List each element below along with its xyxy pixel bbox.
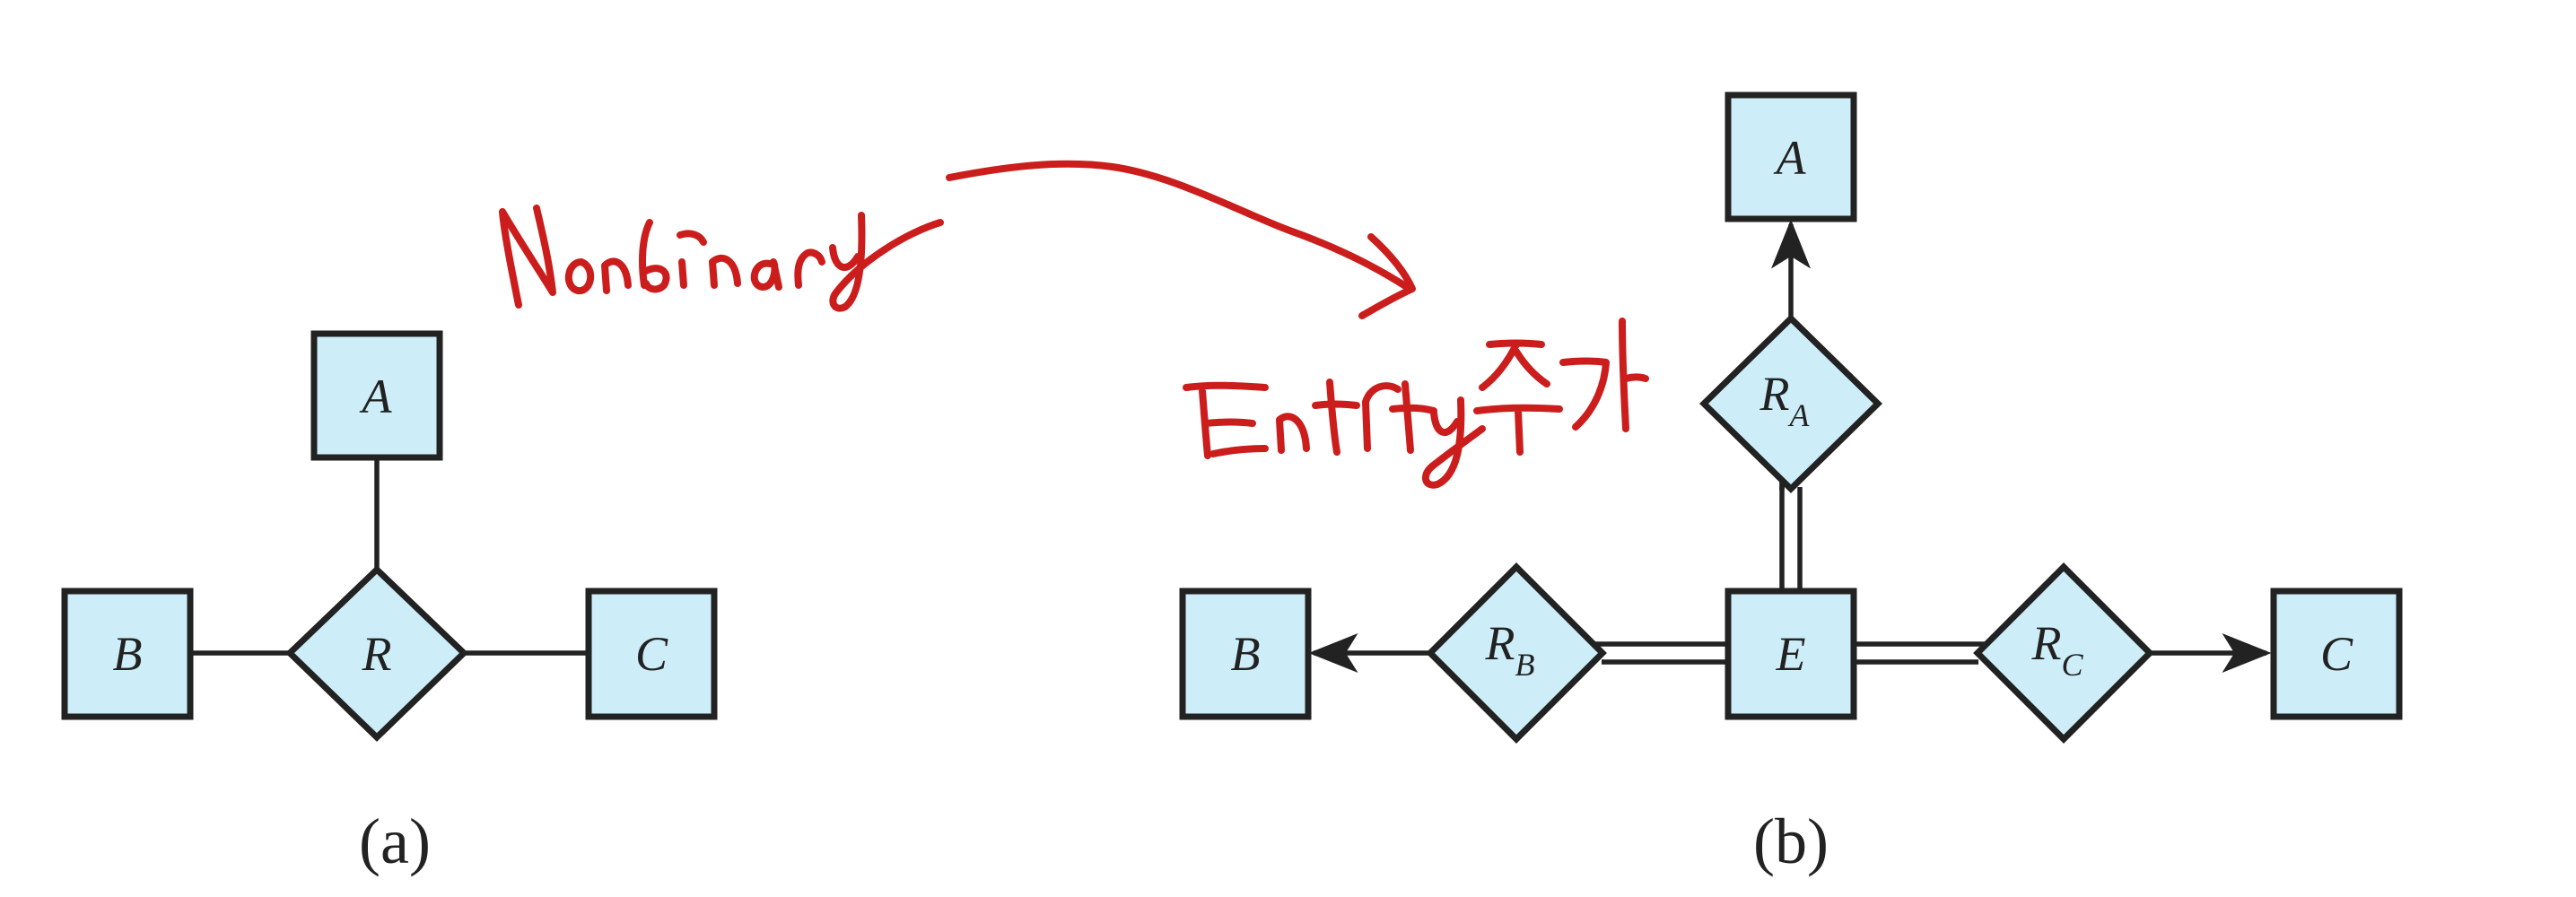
relationship-ra-label: RA (1760, 367, 1811, 433)
diagram-a: A B C R (a) (61, 330, 718, 877)
entity-a-label: A (360, 370, 393, 423)
caption-b: (b) (1753, 806, 1829, 877)
relationship-rc: RC (1973, 562, 2154, 744)
caption-a: (a) (359, 806, 431, 877)
entity-e-label: E (1776, 627, 1806, 681)
entity-b-a: A (1725, 91, 1857, 222)
entity-b-b: B (1179, 588, 1312, 720)
entity-b-c: C (2270, 588, 2403, 720)
handwritten-annotations (499, 160, 1649, 489)
entity-c: C (585, 588, 718, 720)
relationship-r-label: R (362, 627, 392, 681)
relationship-rb: RB (1426, 562, 1607, 744)
entity-e: E (1725, 588, 1857, 720)
entity-a: A (310, 330, 443, 461)
entity-b-c-label: C (2320, 627, 2353, 681)
entity-b-a-label: A (1774, 131, 1807, 185)
entity-b: B (61, 588, 194, 720)
entity-b-b-label: B (1231, 627, 1261, 681)
handwritten-arrow (946, 160, 1416, 319)
relationship-r: R (284, 565, 469, 742)
relationship-rc-label: RC (2030, 616, 2083, 683)
relationship-rb-label: RB (1485, 616, 1535, 683)
relationship-ra: RA (1698, 314, 1883, 493)
diagram-b: A B C E RA RB (1179, 91, 2403, 877)
entity-c-label: C (635, 627, 668, 681)
handwritten-entity-chuga (1183, 318, 1649, 489)
handwritten-nonbinary (499, 205, 944, 312)
entity-b-label: B (113, 627, 143, 681)
